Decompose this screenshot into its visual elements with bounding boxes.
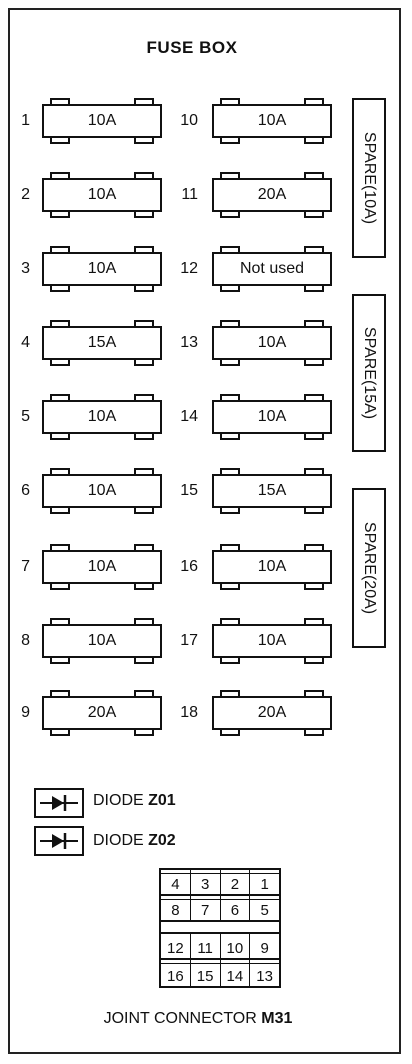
- fuse-15: 15A: [212, 468, 332, 514]
- fuse-rating-10: 10A: [212, 104, 332, 138]
- connector-pin-7: 7: [191, 896, 221, 920]
- fuse-8: 10A: [42, 618, 162, 664]
- connector-pin-10: 10: [221, 934, 251, 958]
- fuse-rating-12: Not used: [212, 252, 332, 286]
- fuse-number-14: 14: [180, 408, 198, 425]
- fuse-number-7: 7: [21, 558, 30, 575]
- fuse-rating-16: 10A: [212, 550, 332, 584]
- spare-fuse-label: SPARE(20A): [361, 521, 378, 615]
- connector-pin-9: 9: [260, 940, 269, 957]
- fuse-rating-5: 10A: [42, 400, 162, 434]
- connector-pin-3: 3: [191, 870, 221, 894]
- fuse-10: 10A: [212, 98, 332, 144]
- joint-connector-prefix: JOINT CONNECTOR: [103, 1010, 257, 1027]
- fuse-rating-6: 10A: [42, 474, 162, 508]
- spare-fuse-1: SPARE(10A): [352, 98, 386, 258]
- joint-connector-label: JOINT CONNECTOR M31: [0, 1010, 396, 1028]
- fuse-13: 10A: [212, 320, 332, 366]
- fuse-number-18: 18: [180, 704, 198, 721]
- fuse-rating-17: 10A: [212, 624, 332, 658]
- spare-fuse-2: SPARE(15A): [352, 294, 386, 452]
- connector-pin-15: 15: [191, 960, 221, 986]
- fuse-rating-13: 10A: [212, 326, 332, 360]
- fuse-rating-7: 10A: [42, 550, 162, 584]
- fuse-number-11: 11: [181, 186, 198, 203]
- diode-z01-label: DIODE Z01: [93, 792, 176, 810]
- connector-pin-12: 12: [161, 934, 191, 958]
- fuse-number-8: 8: [21, 632, 30, 649]
- fuse-number-9: 9: [21, 704, 30, 721]
- diode-z01-symbol: [34, 788, 84, 818]
- fuse-number-17: 17: [180, 632, 198, 649]
- fuse-rating-4: 15A: [42, 326, 162, 360]
- fuse-number-5: 5: [21, 408, 30, 425]
- connector-pin-bar: [161, 963, 279, 967]
- connector-pin-1: 1: [260, 876, 269, 893]
- connector-pin-16: 16: [161, 960, 191, 986]
- diode-z02-label: DIODE Z02: [93, 832, 176, 850]
- diode-icon: [40, 795, 78, 811]
- joint-connector-id: M31: [261, 1010, 293, 1027]
- fuse-14: 10A: [212, 394, 332, 440]
- connector-pin-4: 4: [161, 870, 191, 894]
- fuse-rating-8: 10A: [42, 624, 162, 658]
- fuse-number-16: 16: [180, 558, 198, 575]
- fuse-number-12: 12: [180, 260, 198, 277]
- connector-pin-6: 6: [221, 896, 251, 920]
- fuse-number-3: 3: [21, 260, 30, 277]
- diode-z01-id: Z01: [148, 792, 176, 809]
- fuse-9: 20A: [42, 690, 162, 736]
- fuse-rating-11: 20A: [212, 178, 332, 212]
- diode-z01-prefix: DIODE: [93, 792, 144, 809]
- fuse-4: 15A: [42, 320, 162, 366]
- connector-pin-13: 13: [256, 968, 273, 985]
- connector-pin-5: 5: [260, 902, 269, 919]
- fuse-11: 20A: [212, 172, 332, 218]
- fuse-16: 10A: [212, 544, 332, 590]
- diode-z02-prefix: DIODE: [93, 832, 144, 849]
- diagram-title: FUSE BOX: [146, 38, 238, 57]
- fuse-rating-9: 20A: [42, 696, 162, 730]
- fuse-number-15: 15: [180, 482, 198, 499]
- diode-z02-symbol: [34, 826, 84, 856]
- connector-pin-14: 14: [221, 960, 251, 986]
- fuse-number-1: 1: [21, 112, 30, 129]
- diode-icon: [40, 833, 78, 849]
- connector-pin-bar: [161, 873, 279, 877]
- fuse-number-4: 4: [21, 334, 30, 351]
- fuse-number-13: 13: [180, 334, 198, 351]
- fuse-2: 10A: [42, 172, 162, 218]
- spare-fuse-3: SPARE(20A): [352, 488, 386, 648]
- connector-divider: [161, 922, 279, 934]
- fuse-18: 20A: [212, 690, 332, 736]
- connector-pin-8: 8: [161, 896, 191, 920]
- fuse-number-6: 6: [21, 482, 30, 499]
- fuse-6: 10A: [42, 468, 162, 514]
- fuse-rating-14: 10A: [212, 400, 332, 434]
- diode-z02-id: Z02: [148, 832, 176, 849]
- fuse-5: 10A: [42, 394, 162, 440]
- fuse-number-10: 10: [180, 112, 198, 129]
- fuse-rating-18: 20A: [212, 696, 332, 730]
- fuse-3: 10A: [42, 246, 162, 292]
- fuse-12: Not used: [212, 246, 332, 292]
- fuse-number-2: 2: [21, 186, 30, 203]
- fuse-1: 10A: [42, 98, 162, 144]
- connector-pin-bar: [161, 899, 279, 903]
- fuse-rating-15: 15A: [212, 474, 332, 508]
- fuse-rating-3: 10A: [42, 252, 162, 286]
- fuse-17: 10A: [212, 618, 332, 664]
- fuse-rating-2: 10A: [42, 178, 162, 212]
- spare-fuse-label: SPARE(10A): [361, 131, 378, 225]
- spare-fuse-label: SPARE(15A): [361, 326, 378, 420]
- fuse-rating-1: 10A: [42, 104, 162, 138]
- connector-pin-11: 11: [191, 934, 221, 958]
- connector-pin-2: 2: [221, 870, 251, 894]
- fuse-7: 10A: [42, 544, 162, 590]
